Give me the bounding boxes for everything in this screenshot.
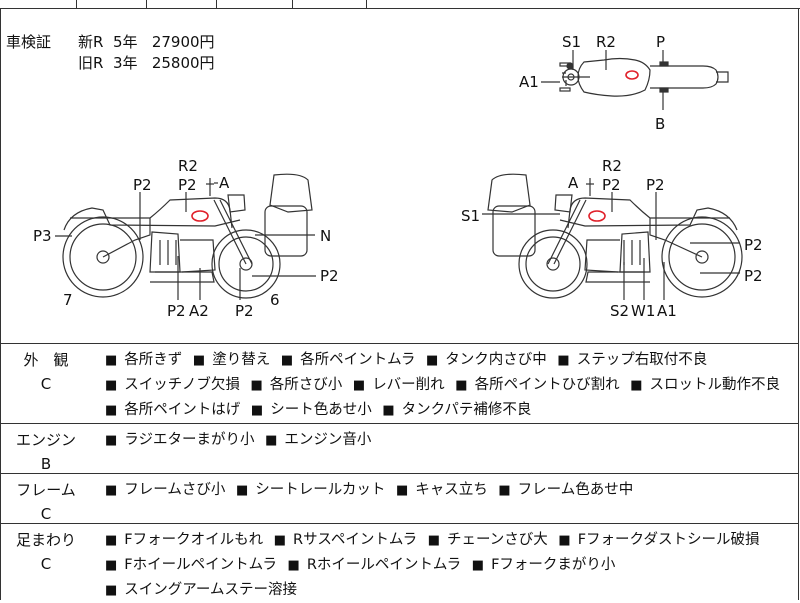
condition-items: ■Fフォークオイルもれ ■Rサスペイントムラ ■チェーンさび大 ■Fフォークダス… xyxy=(105,528,793,603)
category-grade: C xyxy=(40,505,52,523)
motorcycle-left-view xyxy=(55,173,316,300)
condition-row-exterior: 外 観 C ■各所きず ■塗り替え ■各所ペイントムラ ■タンク内さび中 ■ステ… xyxy=(0,343,798,423)
condition-item: ■Rサスペイントムラ xyxy=(273,532,418,548)
diagram-label: R2 xyxy=(596,33,616,51)
condition-item: ■シートレールカット xyxy=(235,482,386,498)
condition-item: ■Fフォークオイルもれ xyxy=(105,532,264,548)
diagram-label: A2 xyxy=(189,302,209,320)
condition-item: ■各所きず xyxy=(105,352,183,368)
condition-item: ■フレーム色あせ中 xyxy=(498,482,634,498)
diagram-label: P2 xyxy=(133,176,152,194)
category-grade: C xyxy=(40,555,52,573)
category-name: 足まわり xyxy=(15,531,76,549)
diagram-label: P3 xyxy=(33,227,52,245)
diagram-label: W1 xyxy=(631,302,655,320)
diagram-label: S1 xyxy=(461,207,480,225)
diagram-label: N xyxy=(320,227,331,245)
condition-item: ■レバー削れ xyxy=(352,377,445,393)
shaken-type: 新R xyxy=(78,33,104,51)
shaken-type: 旧R xyxy=(78,54,104,72)
strip-divider xyxy=(76,0,77,8)
diagram-label: P2 xyxy=(744,267,763,285)
condition-items: ■各所きず ■塗り替え ■各所ペイントムラ ■タンク内さび中 ■ステップ右取付不… xyxy=(105,348,793,423)
category-name: 外 観 xyxy=(23,351,69,369)
diagram-label: 7 xyxy=(63,291,73,309)
motorcycle-right-view xyxy=(482,173,743,300)
shaken-years: 3年 xyxy=(112,54,138,72)
diagram-label: P2 xyxy=(178,176,197,194)
condition-item: ■タンク内さび中 xyxy=(426,352,547,368)
shaken-row-new: 新R 5年 27900円 xyxy=(78,32,215,53)
category-name: エンジン xyxy=(15,431,76,449)
condition-items: ■ラジエターまがり小 ■エンジン音小 xyxy=(105,428,793,453)
top-strip xyxy=(0,0,800,9)
diagram-label: A xyxy=(568,174,579,192)
shaken-years: 5年 xyxy=(112,33,138,51)
strip-divider xyxy=(292,0,293,8)
condition-item: ■スイッチノブ欠損 xyxy=(105,377,240,393)
damage-mark xyxy=(588,210,606,222)
diagram-label: A1 xyxy=(657,302,677,320)
category-grade: B xyxy=(40,455,52,473)
condition-item: ■塗り替え xyxy=(192,352,271,368)
condition-row-suspension: 足まわり C ■Fフォークオイルもれ ■Rサスペイントムラ ■チェーンさび大 ■… xyxy=(0,523,798,600)
diagram-label: R2 xyxy=(178,157,198,175)
diagram-label: P2 xyxy=(167,302,186,320)
condition-item: ■タンクパテ補修不良 xyxy=(382,402,532,418)
shaken-price: 27900円 xyxy=(151,33,215,51)
condition-row-frame: フレーム C ■フレームさび小 ■シートレールカット ■キャス立ち ■フレーム色… xyxy=(0,473,798,523)
diagram-label: P2 xyxy=(744,236,763,254)
diagram-label: P2 xyxy=(602,176,621,194)
condition-item: ■チェーンさび大 xyxy=(427,532,548,548)
condition-category: エンジン B xyxy=(0,428,92,476)
condition-item: ■Fフォークまがり小 xyxy=(471,557,616,573)
condition-item: ■エンジン音小 xyxy=(265,432,372,448)
strip-divider xyxy=(216,0,217,8)
shaken-price: 25800円 xyxy=(151,54,215,72)
condition-category: 外 観 C xyxy=(0,348,92,396)
motorcycle-damage-diagram: S1 R2 P A1 B R2 P2 A P2 P3 N P2 P2 A2 P2… xyxy=(33,33,763,320)
condition-item: ■各所ペイントはげ xyxy=(105,402,241,418)
condition-item: ■フレームさび小 xyxy=(105,482,226,498)
diagram-label: S1 xyxy=(562,33,581,51)
diagram-label: R2 xyxy=(602,157,622,175)
sheet-frame xyxy=(0,8,799,600)
shaken-row-old: 旧R 3年 25800円 xyxy=(78,53,215,74)
condition-item: ■Fホイールペイントムラ xyxy=(105,557,277,573)
shaken-label: 車検証 xyxy=(6,33,52,51)
category-name: フレーム xyxy=(16,481,76,499)
category-grade: C xyxy=(40,375,52,393)
diagram-label: B xyxy=(655,115,665,133)
motorcycle-top-view xyxy=(541,50,729,110)
condition-row-engine: エンジン B ■ラジエターまがり小 ■エンジン音小 xyxy=(0,423,798,473)
diagram-label: P2 xyxy=(320,267,339,285)
condition-item: ■シート色あせ小 xyxy=(250,402,372,418)
condition-item: ■各所ペイントひび割れ xyxy=(455,377,620,393)
strip-divider xyxy=(146,0,147,8)
condition-category: 足まわり C xyxy=(0,528,92,576)
condition-item: ■キャス立ち xyxy=(395,482,488,498)
condition-item: ■スイングアームステー溶接 xyxy=(105,582,297,598)
condition-item: ■ステップ右取付不良 xyxy=(557,352,708,368)
condition-item: ■ラジエターまがり小 xyxy=(105,432,255,448)
diagram-label: S2 xyxy=(610,302,629,320)
condition-items: ■フレームさび小 ■シートレールカット ■キャス立ち ■フレーム色あせ中 xyxy=(105,478,793,503)
condition-table: 外 観 C ■各所きず ■塗り替え ■各所ペイントムラ ■タンク内さび中 ■ステ… xyxy=(0,343,798,600)
condition-item: ■スロットル動作不良 xyxy=(630,377,780,393)
diagram-label: A1 xyxy=(519,73,539,91)
condition-item: ■Fフォークダストシール破損 xyxy=(558,532,760,548)
diagram-label: P xyxy=(656,33,665,51)
diagram-label: P2 xyxy=(646,176,665,194)
damage-mark xyxy=(191,210,209,222)
diagram-label: A xyxy=(219,174,230,192)
condition-item: ■各所ペイントムラ xyxy=(280,352,416,368)
strip-divider xyxy=(366,0,367,8)
diagram-label: 6 xyxy=(270,291,280,309)
damage-mark xyxy=(625,70,639,80)
condition-item: ■各所さび小 xyxy=(250,377,343,393)
diagram-label: P2 xyxy=(235,302,254,320)
condition-category: フレーム C xyxy=(0,478,92,526)
condition-item: ■Rホイールペイントムラ xyxy=(287,557,462,573)
